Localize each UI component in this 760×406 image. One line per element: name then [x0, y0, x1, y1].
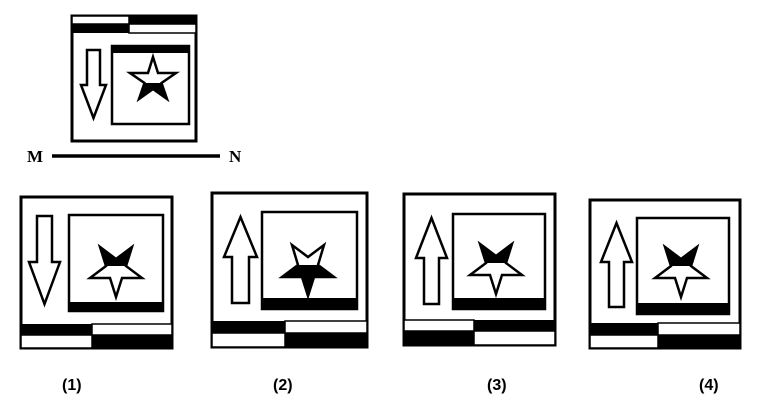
arrow-up-icon — [222, 213, 259, 305]
mirror-line: M N — [27, 147, 242, 166]
option-3-label: (3) — [487, 377, 507, 394]
arrow-down-icon — [27, 214, 62, 308]
option-3-figure[interactable] — [402, 192, 557, 347]
arrow-down-icon — [79, 48, 108, 122]
option-2-label: (2) — [273, 377, 293, 394]
star-icon — [278, 241, 338, 301]
option-1-figure[interactable] — [19, 195, 174, 350]
option-2-figure[interactable] — [210, 191, 369, 349]
star-icon — [466, 240, 526, 299]
question-figure — [70, 14, 198, 143]
option-4-stripes — [589, 322, 741, 349]
option-4-figure[interactable] — [588, 198, 742, 350]
question-stripes — [71, 15, 197, 34]
star-icon — [86, 243, 146, 302]
arrow-up-icon — [599, 219, 634, 309]
arrow-up-icon — [414, 214, 449, 306]
option-3-stripes — [403, 319, 556, 346]
star-icon — [125, 52, 181, 103]
option-4-label: (4) — [699, 377, 719, 394]
star-icon — [651, 243, 711, 302]
option-2-stripes — [211, 320, 368, 348]
mirror-label-n: N — [229, 147, 242, 166]
option-1-label: (1) — [62, 377, 82, 394]
option-1-stripes — [20, 323, 173, 349]
mirror-label-m: M — [27, 147, 43, 166]
